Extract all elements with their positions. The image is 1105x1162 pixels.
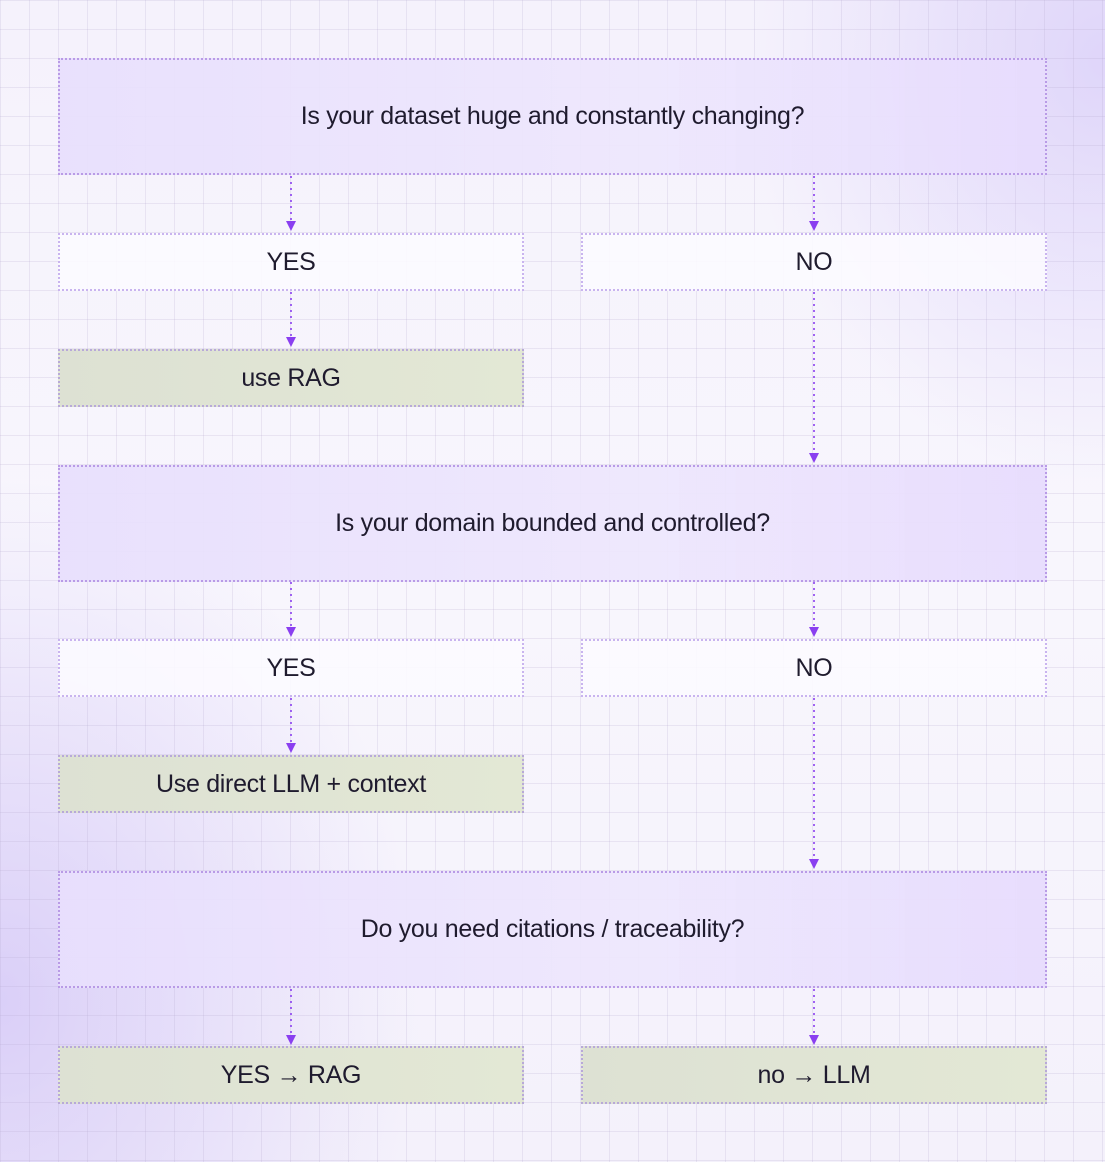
answer-q2-no-label: NO xyxy=(795,653,833,682)
result-no-llm-label: no → LLM xyxy=(757,1060,871,1089)
result-yes-rag: YES → RAG xyxy=(58,1046,524,1104)
result-direct-llm-label: Use direct LLM + context xyxy=(155,769,426,798)
result-no-llm: no → LLM xyxy=(581,1046,1047,1104)
answer-q2-yes: YES xyxy=(58,639,524,697)
question-1-text: Is your dataset huge and constantly chan… xyxy=(300,102,805,130)
question-citations: Do you need citations / traceability? xyxy=(58,871,1047,988)
result-use-rag-label: use RAG xyxy=(241,363,341,392)
answer-q1-yes: YES xyxy=(58,233,524,291)
answer-q1-no-label: NO xyxy=(795,247,833,276)
answer-q2-yes-label: YES xyxy=(266,653,316,682)
question-domain-bounded: Is your domain bounded and controlled? xyxy=(58,465,1047,582)
result-direct-llm: Use direct LLM + context xyxy=(58,755,524,813)
question-dataset-changing: Is your dataset huge and constantly chan… xyxy=(58,58,1047,175)
question-3-text: Do you need citations / traceability? xyxy=(360,915,745,943)
question-2-text: Is your domain bounded and controlled? xyxy=(335,509,770,537)
answer-q2-no: NO xyxy=(581,639,1047,697)
result-yes-rag-label: YES → RAG xyxy=(220,1060,362,1089)
answer-q1-no: NO xyxy=(581,233,1047,291)
result-use-rag: use RAG xyxy=(58,349,524,407)
answer-q1-yes-label: YES xyxy=(266,247,316,276)
